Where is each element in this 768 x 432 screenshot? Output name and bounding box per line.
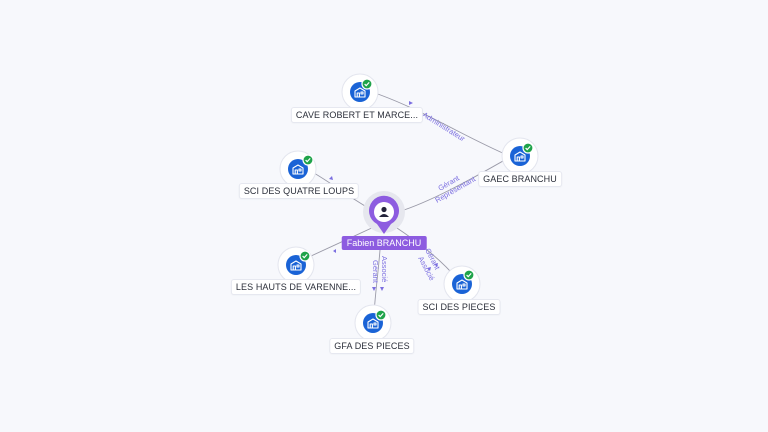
arrow-head	[409, 101, 413, 105]
arrow-head	[434, 263, 438, 267]
edge-label-cave-gaec: Administrateur	[421, 110, 467, 144]
arrow-head	[333, 249, 336, 253]
check-mark-icon	[466, 272, 472, 278]
check-mark-icon	[525, 145, 531, 151]
edge-person-gaec	[397, 156, 511, 213]
company-label-hauts[interactable]: LES HAUTS DE VARENNE...	[231, 280, 361, 294]
company-node-cave[interactable]	[341, 73, 379, 111]
company-node-gaec[interactable]	[501, 137, 539, 175]
company-node-hauts[interactable]	[277, 246, 315, 284]
check-mark-icon	[378, 312, 384, 318]
company-node-gfa[interactable]	[354, 304, 392, 342]
company-label-gaec[interactable]: GAEC BRANCHU	[479, 172, 561, 186]
check-mark-icon	[305, 157, 311, 163]
company-label-cave[interactable]: CAVE ROBERT ET MARCE...	[291, 108, 423, 122]
edge-label-person-gfa-1: Gérant	[371, 260, 380, 284]
edge-cave-gaec	[371, 91, 513, 158]
company-node-quatre[interactable]	[279, 150, 317, 188]
company-label-scipieces[interactable]: SCI DES PIECES	[418, 300, 500, 314]
arrow-head	[329, 176, 333, 180]
company-label-gfa[interactable]: GFA DES PIECES	[330, 339, 414, 353]
edge-arrows	[329, 101, 438, 291]
person-name-label[interactable]: Fabien BRANCHU	[341, 236, 427, 250]
company-node-scipieces[interactable]	[443, 265, 481, 303]
arrow-head	[427, 267, 431, 271]
check-mark-icon	[364, 81, 370, 87]
arrow-head	[380, 287, 384, 291]
person-icon	[379, 206, 389, 217]
check-mark-icon	[302, 253, 308, 259]
edge-label-person-gfa-2: Associé	[380, 256, 389, 282]
person-node[interactable]	[363, 191, 405, 234]
company-label-quatre[interactable]: SCI DES QUATRE LOUPS	[239, 184, 359, 198]
arrow-head	[372, 287, 376, 291]
